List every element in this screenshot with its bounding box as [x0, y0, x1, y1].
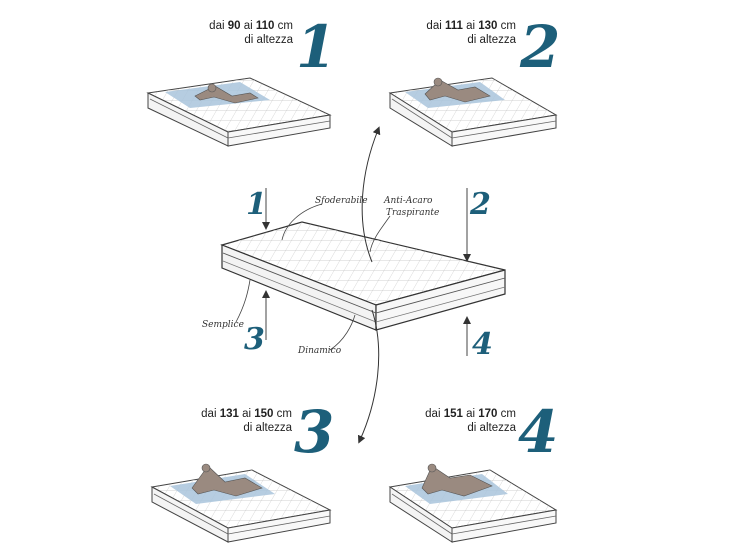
height-from: 131: [219, 408, 239, 420]
panel-number-4: 4: [518, 398, 559, 466]
caption-mid: ai: [466, 408, 476, 420]
center-marker-4: 4: [472, 327, 493, 362]
caption-line2: di altezza: [244, 34, 293, 46]
caption-panel-2: dai 111 ai 130 cm di altezza: [398, 19, 516, 47]
caption-panel-1: dai 90 ai 110 cm di altezza: [175, 19, 293, 47]
height-from: 151: [443, 408, 463, 420]
leader-dinamico: [329, 314, 356, 351]
leader-sfoderabile: [281, 203, 323, 241]
arrow-up: [361, 126, 381, 263]
caption-mid: ai: [243, 20, 253, 32]
caption-line2: di altezza: [467, 422, 516, 434]
mattress-panel-2: [388, 77, 558, 147]
caption-panel-3: dai 131 ai 150 cm di altezza: [172, 407, 292, 435]
leader-semplice: [235, 279, 251, 323]
height-from: 90: [227, 20, 241, 32]
caption-prefix: dai: [209, 20, 225, 32]
central-mattress: [220, 221, 506, 331]
center-marker-3: 3: [244, 322, 265, 357]
caption-prefix: dai: [425, 408, 441, 420]
caption-prefix: dai: [426, 20, 442, 32]
panel-number-1: 1: [296, 13, 337, 81]
caption-line2: di altezza: [467, 34, 516, 46]
height-to: 170: [478, 408, 498, 420]
label-sfoderabile: Sfoderabile: [315, 196, 368, 206]
center-marker-1: 1: [246, 187, 267, 222]
height-to: 150: [254, 408, 274, 420]
mattress-panel-3: [150, 463, 332, 543]
caption-line2: di altezza: [243, 422, 292, 434]
label-dinamico: Dinamico: [298, 346, 342, 356]
caption-prefix: dai: [201, 408, 217, 420]
height-to: 130: [478, 20, 498, 32]
label-antiacaro: Anti-Acaro: [384, 196, 433, 206]
height-to: 110: [255, 20, 275, 32]
mattress-panel-4: [388, 463, 558, 543]
caption-unit: cm: [500, 408, 516, 420]
caption-unit: cm: [276, 408, 292, 420]
leader-antiacaro: [369, 215, 391, 253]
label-semplice: Semplice: [202, 320, 244, 330]
panel-number-2: 2: [520, 13, 561, 81]
caption-mid: ai: [242, 408, 252, 420]
center-marker-2: 2: [470, 187, 491, 222]
height-from: 111: [444, 20, 463, 32]
caption-unit: cm: [500, 20, 516, 32]
mattress-panel-1: [146, 77, 332, 147]
panel-number-3: 3: [294, 398, 335, 466]
caption-unit: cm: [277, 20, 293, 32]
caption-mid: ai: [466, 20, 476, 32]
caption-panel-4: dai 151 ai 170 cm di altezza: [396, 407, 516, 435]
arrow-down: [357, 309, 380, 444]
label-traspirante: Traspirante: [386, 208, 440, 218]
